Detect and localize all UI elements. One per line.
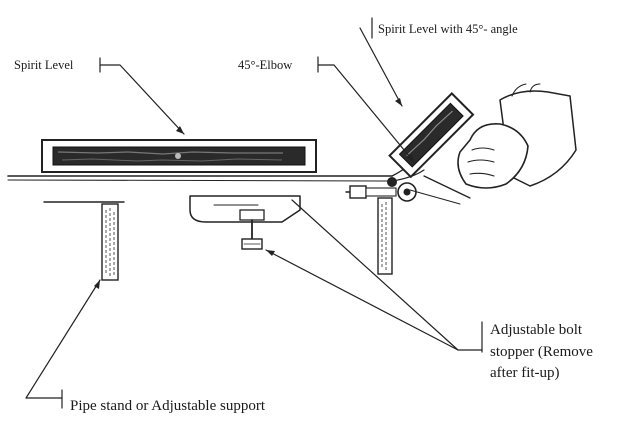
- label-bolt-stopper-2: stopper (Remove: [490, 344, 593, 360]
- leader-lines: [25, 17, 483, 409]
- pipe: [7, 175, 393, 182]
- pipe-stand: [43, 201, 125, 281]
- label-pipe-stand: Pipe stand or Adjustable support: [70, 398, 266, 414]
- hand-with-45-level: [388, 83, 577, 205]
- label-spirit-level: Spirit Level: [14, 58, 74, 72]
- label-elbow-45: 45°-Elbow: [238, 58, 292, 72]
- label-bolt-stopper-3: after fit-up): [490, 365, 560, 381]
- label-bolt-stopper-1: Adjustable bolt: [490, 322, 583, 338]
- bolt-stopper-center: [189, 195, 301, 250]
- label-spirit-level-45: Spirit Level with 45°- angle: [378, 22, 518, 36]
- spirit-level: [41, 139, 317, 173]
